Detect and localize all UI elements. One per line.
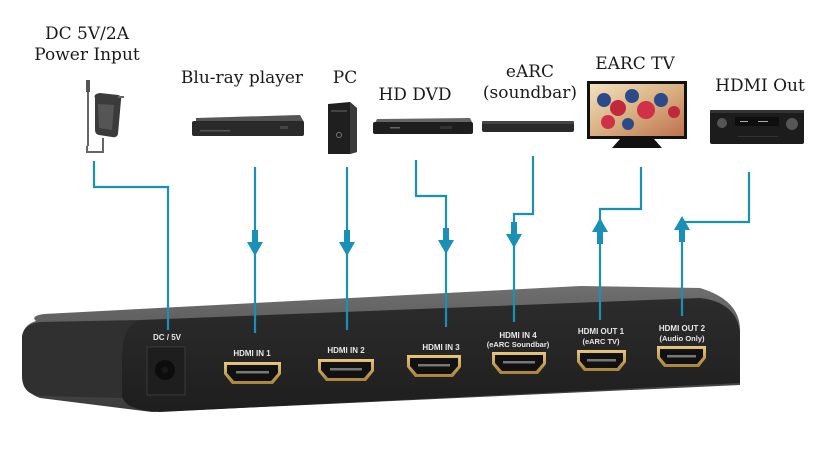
port-sublabel-out2: (Audio Only) — [660, 334, 705, 343]
dvd-player-icon — [373, 118, 473, 134]
arrow-down-hddvd — [438, 228, 454, 254]
port-label-in3: HDMI IN 3 — [422, 343, 460, 352]
power-adapter-icon — [86, 80, 124, 153]
hdmi-port-out1 — [577, 350, 626, 371]
label-line: PC — [332, 68, 358, 88]
label-line: (soundbar) — [482, 83, 578, 103]
hdmi-port-out2 — [657, 346, 706, 367]
label-earc-tv: EARC TV — [580, 54, 690, 75]
port-label-dc: DC / 5V — [153, 333, 182, 342]
direction-arrows — [247, 216, 690, 256]
port-label-in2: HDMI IN 2 — [327, 346, 365, 355]
port-sublabel-in4: (eARC Soundbar) — [487, 340, 550, 349]
label-line: eARC — [505, 62, 555, 82]
label-hdmi-out: HDMI Out — [705, 76, 815, 97]
label-line: DC 5V/2A — [45, 24, 129, 44]
hdmi-port-in4 — [492, 352, 546, 374]
label-hddvd: HD DVD — [370, 85, 460, 106]
port-label-in1: HDMI IN 1 — [233, 349, 271, 358]
label-line: Blu-ray player — [180, 68, 304, 88]
line-tv — [598, 167, 643, 320]
label-pc: PC — [320, 68, 370, 89]
line-receiver — [680, 172, 751, 316]
dc-power-jack — [146, 346, 186, 396]
label-line: HDMI Out — [715, 76, 805, 96]
hdmi-port-in2 — [318, 359, 374, 381]
port-sublabel-out1: (eARC TV) — [582, 337, 620, 346]
arrow-up-receiver — [674, 216, 690, 242]
hdmi-port-in3 — [407, 355, 461, 377]
label-line: Power Input — [34, 45, 140, 65]
connection-lines — [92, 156, 751, 333]
label-power-input: DC 5V/2A Power Input — [22, 24, 152, 66]
arrow-up-tv — [592, 218, 608, 244]
av-receiver-icon — [710, 110, 804, 144]
arrow-down-pc — [339, 230, 355, 256]
label-soundbar: eARC (soundbar) — [470, 62, 590, 104]
label-line: HD DVD — [378, 85, 452, 105]
line-soundbar — [512, 156, 535, 322]
line-power — [92, 161, 170, 330]
port-label-in4: HDMI IN 4 — [499, 331, 537, 340]
port-label-out2: HDMI OUT 2 — [659, 324, 706, 333]
hdmi-switch-device — [22, 286, 740, 412]
line-hddvd — [414, 160, 448, 327]
label-bluray: Blu-ray player — [172, 68, 312, 89]
tv-icon — [587, 81, 687, 148]
arrow-down-bluray — [247, 230, 263, 256]
label-line: EARC TV — [595, 54, 675, 74]
port-label-out1: HDMI OUT 1 — [578, 327, 625, 336]
soundbar-icon — [482, 121, 574, 132]
pc-tower-icon — [328, 102, 357, 154]
bluray-player-icon — [192, 115, 304, 136]
hdmi-port-in1 — [224, 362, 281, 384]
arrow-down-soundbar — [506, 222, 522, 248]
